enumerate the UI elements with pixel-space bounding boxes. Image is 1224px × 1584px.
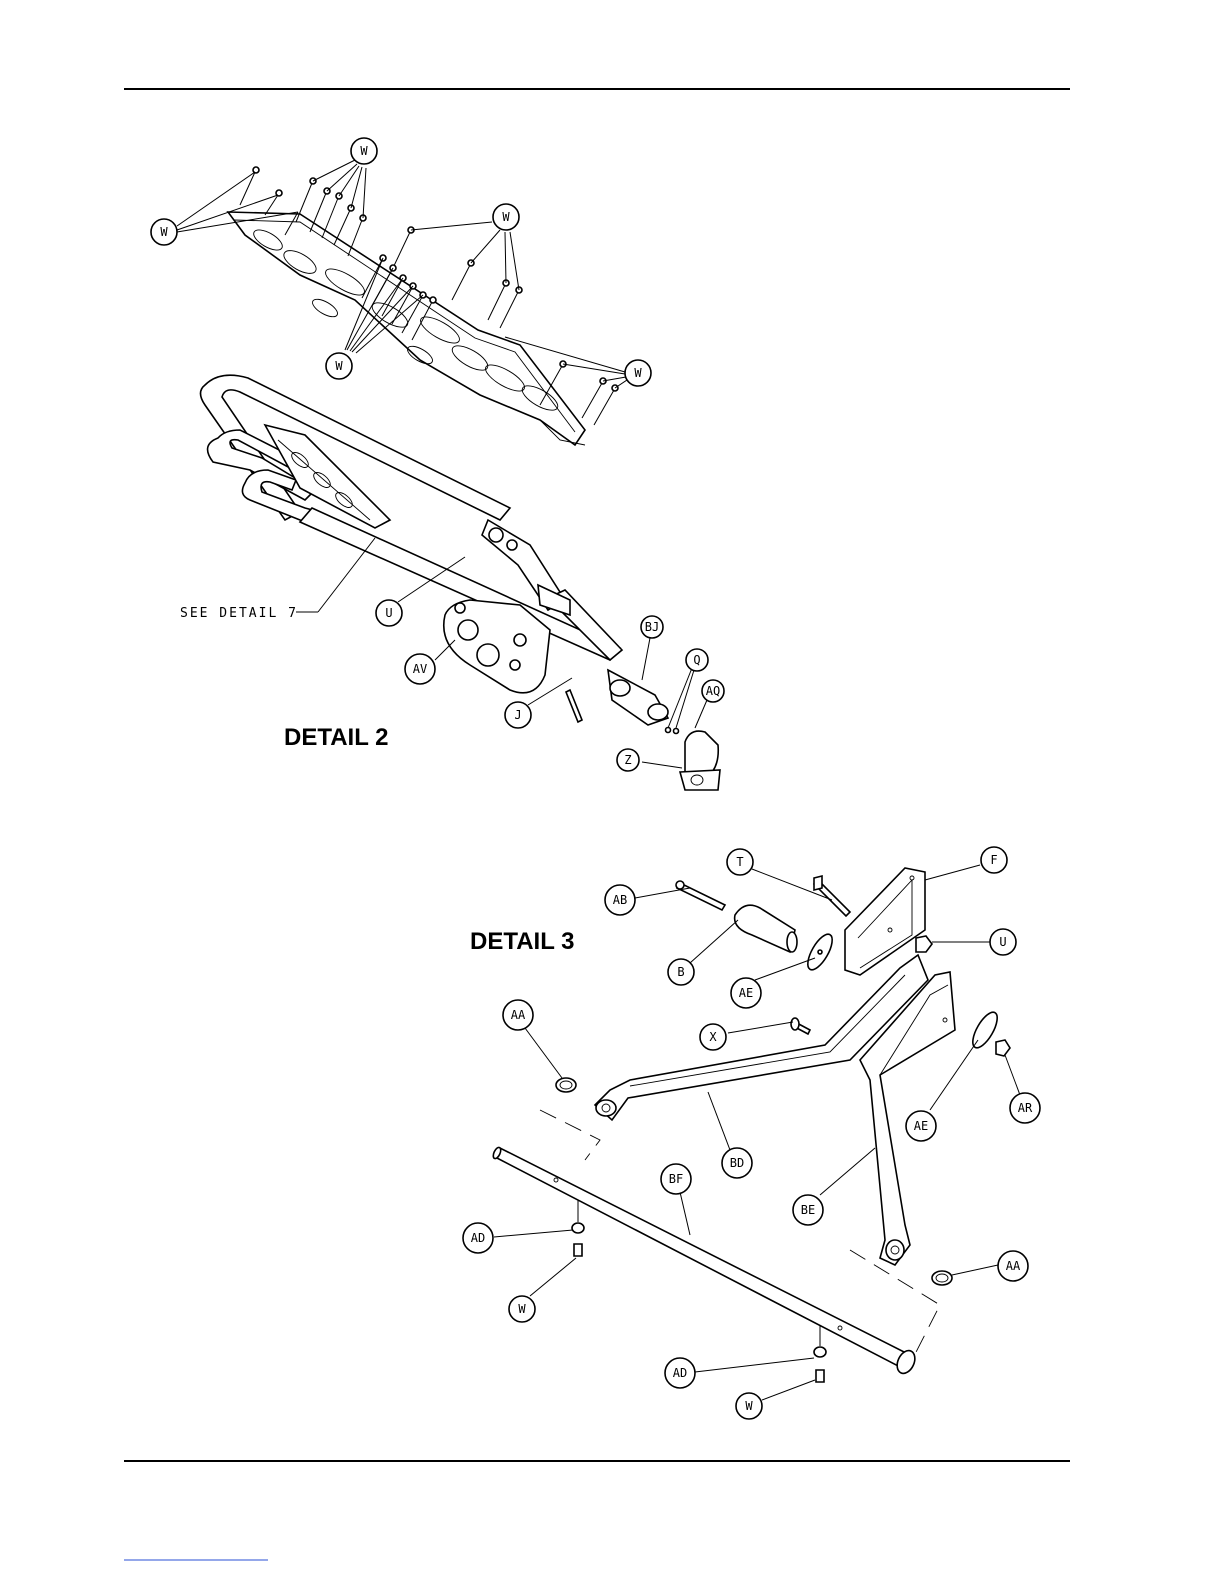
callout-ad: AD bbox=[665, 1358, 695, 1388]
svg-text:W: W bbox=[335, 359, 343, 373]
callout-ab: AB bbox=[605, 885, 635, 915]
svg-text:J: J bbox=[514, 708, 521, 722]
svg-text:W: W bbox=[518, 1302, 526, 1316]
callout-bd: BD bbox=[722, 1148, 752, 1178]
callout-w: W bbox=[509, 1296, 535, 1322]
svg-text:Q: Q bbox=[693, 653, 700, 667]
footplate-screws bbox=[240, 167, 618, 425]
callout-ad: AD bbox=[463, 1223, 493, 1253]
callout-aa: AA bbox=[998, 1251, 1028, 1281]
svg-text:F: F bbox=[990, 853, 997, 867]
callout-be: BE bbox=[793, 1195, 823, 1225]
callout-w: W bbox=[493, 204, 519, 230]
callout-z: Z bbox=[617, 749, 639, 771]
svg-text:AA: AA bbox=[511, 1008, 526, 1022]
callout-x: X bbox=[700, 1024, 726, 1050]
callout-aa: AA bbox=[503, 1000, 533, 1030]
svg-text:BD: BD bbox=[730, 1156, 744, 1170]
svg-text:AV: AV bbox=[413, 662, 427, 676]
svg-text:BJ: BJ bbox=[645, 620, 659, 634]
svg-text:U: U bbox=[999, 935, 1006, 949]
svg-text:W: W bbox=[502, 210, 510, 224]
svg-text:B: B bbox=[677, 965, 684, 979]
callout-u: U bbox=[376, 600, 402, 626]
callout-w: W bbox=[351, 138, 377, 164]
callout-t: T bbox=[727, 849, 753, 875]
callout-bf: BF bbox=[661, 1164, 691, 1194]
callout-w: W bbox=[326, 353, 352, 379]
front-rigging-frame-drawing bbox=[201, 375, 721, 790]
svg-text:AE: AE bbox=[739, 986, 753, 1000]
callout-av: AV bbox=[405, 654, 435, 684]
svg-text:BF: BF bbox=[669, 1172, 683, 1186]
svg-text:U: U bbox=[385, 606, 392, 620]
callout-u: U bbox=[990, 929, 1016, 955]
svg-text:AR: AR bbox=[1018, 1101, 1033, 1115]
svg-text:AB: AB bbox=[613, 893, 627, 907]
see-detail-7-note: SEE DETAIL 7 bbox=[180, 606, 298, 621]
callout-b: B bbox=[668, 959, 694, 985]
svg-text:BE: BE bbox=[801, 1203, 815, 1217]
callout-ae: AE bbox=[906, 1111, 936, 1141]
callout-bj: BJ bbox=[641, 616, 663, 638]
callout-j: J bbox=[505, 702, 531, 728]
callout-q: Q bbox=[686, 649, 708, 671]
svg-text:AD: AD bbox=[471, 1231, 485, 1245]
svg-text:X: X bbox=[709, 1030, 717, 1044]
svg-text:W: W bbox=[160, 225, 168, 239]
callout-w: W bbox=[736, 1393, 762, 1419]
detail-2-title: DETAIL 2 bbox=[284, 724, 388, 751]
callout-w: W bbox=[625, 360, 651, 386]
svg-text:AQ: AQ bbox=[706, 684, 720, 698]
callout-aq: AQ bbox=[702, 680, 724, 702]
callout-f: F bbox=[981, 847, 1007, 873]
svg-text:Z: Z bbox=[624, 753, 631, 767]
svg-text:W: W bbox=[360, 144, 368, 158]
svg-text:AA: AA bbox=[1006, 1259, 1021, 1273]
svg-text:AD: AD bbox=[673, 1366, 687, 1380]
callout-ar: AR bbox=[1010, 1093, 1040, 1123]
callout-w: W bbox=[151, 219, 177, 245]
svg-text:T: T bbox=[736, 855, 743, 869]
detail-3-title: DETAIL 3 bbox=[470, 928, 574, 955]
svg-text:AE: AE bbox=[914, 1119, 928, 1133]
detail-3: T F AB U B AE AA X AR AE BD BF BE AD AA … bbox=[463, 847, 1040, 1419]
detail-2: W W W W W U AV J BJ Q AQ Z SEE DETAIL 7 … bbox=[151, 138, 724, 790]
svg-text:W: W bbox=[634, 366, 642, 380]
callout-ae: AE bbox=[731, 978, 761, 1008]
svg-text:W: W bbox=[745, 1399, 753, 1413]
